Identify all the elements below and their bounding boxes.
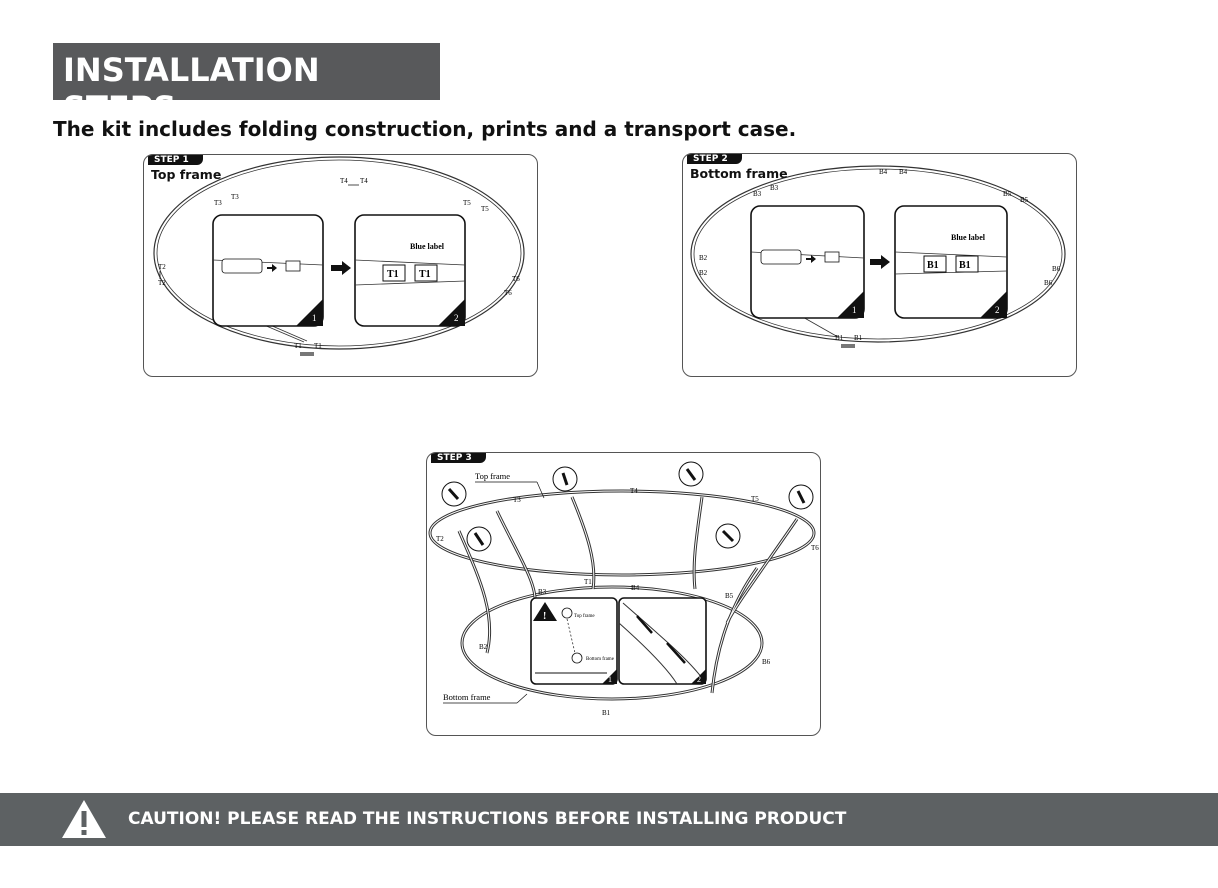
step1-title: Top frame [151, 167, 222, 182]
s3-inset1-num: 1 [608, 675, 612, 684]
label-t5a: T5 [463, 199, 471, 207]
s3-label-b6: B6 [762, 658, 771, 666]
chip-b1b: B1 [959, 260, 971, 271]
s3-top-frame: Top frame [475, 471, 510, 481]
label-t6b: T6 [504, 289, 512, 297]
s3-inset2-num: 2 [697, 675, 701, 684]
chip-t1b: T1 [419, 269, 431, 280]
step1-tag: STEP 1 [148, 155, 203, 165]
label-t4a: T4 [340, 177, 348, 185]
svg-text:!: ! [543, 611, 546, 622]
step3-tag: STEP 3 [431, 453, 486, 463]
label-b1b: B1 [854, 334, 863, 342]
chip-t1a: T1 [387, 269, 399, 280]
step2-tag: STEP 2 [687, 154, 742, 164]
warning-triangle-icon [533, 602, 557, 621]
s3-inset1-top: Top frame [574, 614, 595, 619]
step2-panel: B4 B4 B3 B3 B5 B5 B2 B2 B6 B6 B1 B1 1 Bl… [682, 153, 1077, 377]
inset2-num: 2 [454, 313, 459, 323]
label-b1a: B1 [835, 334, 844, 342]
label-t5b: T5 [481, 205, 489, 213]
s3-label-t1: T1 [584, 578, 592, 586]
label-t4b: T4 [360, 177, 368, 185]
blue-label-2: Blue label [951, 233, 986, 242]
s3-bottom-frame: Bottom frame [443, 692, 491, 702]
page-title: INSTALLATION STEPS [63, 51, 320, 127]
s3-label-t4: T4 [630, 487, 638, 495]
page-subtitle: The kit includes folding construction, p… [53, 117, 797, 141]
arrow-right-icon [870, 255, 890, 269]
inset1-num-b: 1 [852, 305, 857, 315]
inset1-num: 1 [312, 313, 317, 323]
title-bar: INSTALLATION STEPS [53, 43, 440, 127]
chip-b1a: B1 [927, 260, 939, 271]
label-b4b: B4 [899, 168, 908, 176]
warning-triangle-icon [62, 800, 106, 838]
s3-label-b4: B4 [631, 584, 640, 592]
s3-label-t2: T2 [436, 535, 444, 543]
label-t3a: T3 [231, 193, 239, 201]
step3-diagram: Top frame T2 T3 T4 T5 T6 T1 B3 B4 B5 B2 … [428, 461, 819, 717]
inset2-num-b: 2 [995, 305, 1000, 315]
label-t1a: T1 [294, 342, 302, 350]
caution-text: CAUTION! PLEASE READ THE INSTRUCTIONS BE… [128, 809, 847, 829]
label-b2b: B2 [699, 269, 708, 277]
s3-inset1-bottom: Bottom frame [586, 657, 615, 662]
blue-label-1: Blue label [410, 242, 445, 251]
s3-label-t6: T6 [811, 544, 819, 552]
label-b3b: B3 [753, 190, 762, 198]
screw-icon [441, 461, 814, 552]
step2-title: Bottom frame [690, 166, 788, 181]
s3-label-b2: B2 [479, 643, 488, 651]
s3-label-t3: T3 [513, 496, 521, 504]
label-t6a: T6 [512, 275, 520, 283]
label-b6a: B6 [1052, 265, 1061, 273]
s3-label-b5: B5 [725, 592, 734, 600]
s3-label-t5: T5 [751, 495, 759, 503]
s3-label-b1: B1 [602, 709, 611, 717]
label-t2b: T2 [158, 279, 166, 287]
label-b5b: B5 [1020, 196, 1029, 204]
label-b5a: B5 [1003, 190, 1012, 198]
step2-diagram: B4 B4 B3 B3 B5 B5 B2 B2 B6 B6 B1 B1 1 Bl… [690, 165, 1066, 348]
label-t3b: T3 [214, 199, 222, 207]
label-b3a: B3 [770, 184, 779, 192]
label-b6b: B6 [1044, 279, 1053, 287]
label-t1b: T1 [314, 342, 322, 350]
label-t2a: T2 [158, 263, 166, 271]
arrow-right-icon [331, 261, 351, 275]
label-b2a: B2 [699, 254, 708, 262]
step1-panel: T4 T4 T3 T3 T5 T5 T2 T2 T6 T6 T1 T1 1 Bl… [143, 154, 538, 377]
step3-panel: Top frame T2 T3 T4 T5 T6 T1 B3 B4 B5 B2 … [426, 452, 821, 736]
s3-label-b3: B3 [538, 588, 547, 596]
step1-diagram: T4 T4 T3 T3 T5 T5 T2 T2 T6 T6 T1 T1 1 Bl… [153, 156, 525, 356]
caution-bar: CAUTION! PLEASE READ THE INSTRUCTIONS BE… [0, 793, 1218, 846]
label-b4a: B4 [879, 168, 888, 176]
